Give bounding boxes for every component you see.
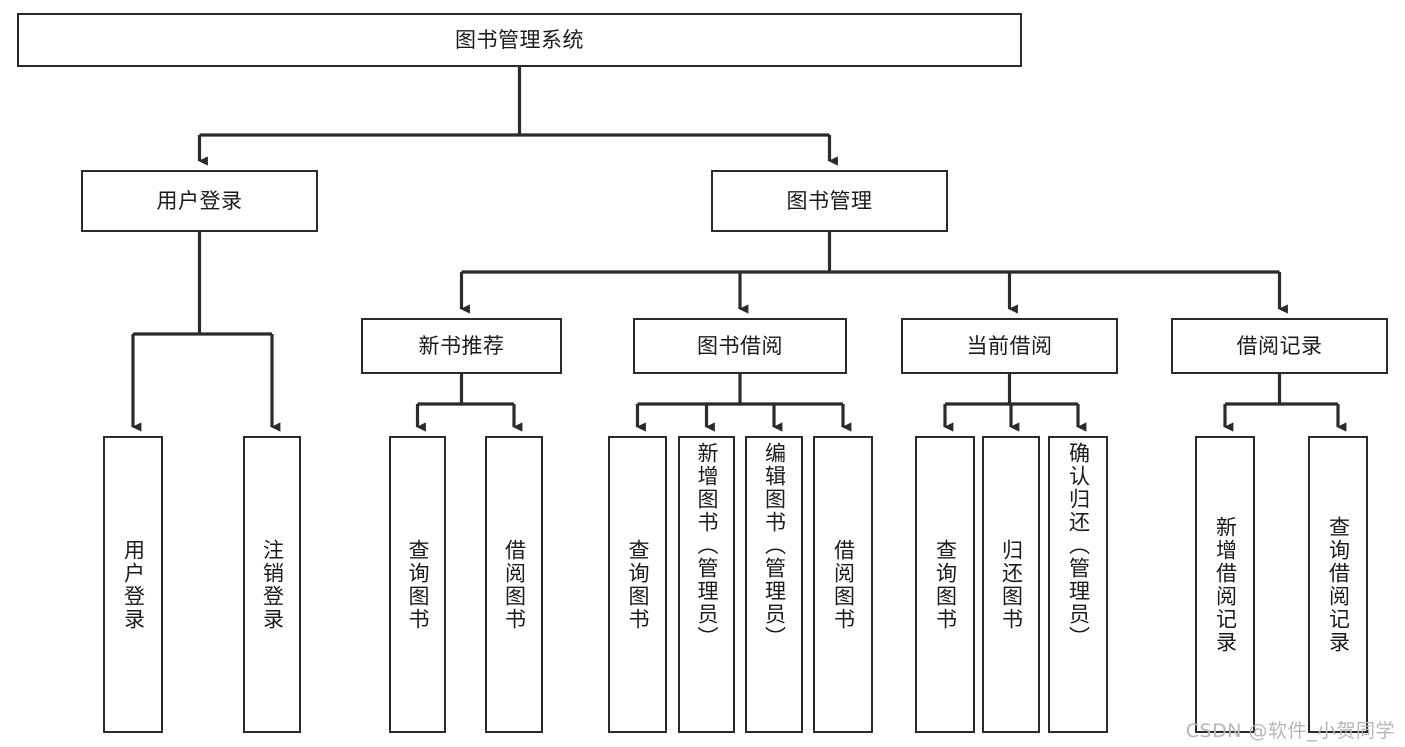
node-leaf-query-book-current[interactable]: 查询图书 (915, 436, 975, 733)
node-label-user-login: 用户登录 (156, 188, 243, 213)
node-book-borrow[interactable]: 图书借阅 (633, 318, 847, 374)
node-leaf-query-borrow-record[interactable]: 查询借阅记录 (1308, 436, 1368, 733)
node-label-borrow-record: 借阅记录 (1236, 333, 1323, 358)
node-leaf-add-borrow-record[interactable]: 新增借阅记录 (1195, 436, 1255, 733)
node-book-manage[interactable]: 图书管理 (711, 170, 948, 232)
node-current-borrow[interactable]: 当前借阅 (901, 318, 1118, 374)
node-label-leaf-query-book-recommend: 查询图书 (406, 538, 430, 631)
node-label-leaf-borrow-book-recommend: 借阅图书 (502, 538, 527, 631)
node-leaf-user-login[interactable]: 用户登录 (103, 436, 163, 733)
node-label-leaf-edit-book: 编辑图书（管理员） (762, 442, 787, 649)
node-leaf-borrow-book[interactable]: 借阅图书 (813, 436, 873, 733)
connector-group (131, 67, 1347, 432)
node-new-book-recommend[interactable]: 新书推荐 (361, 318, 562, 374)
node-label-leaf-borrow-book: 借阅图书 (831, 538, 856, 631)
node-leaf-query-book-recommend[interactable]: 查询图书 (389, 436, 446, 733)
node-leaf-return-book[interactable]: 归还图书 (982, 436, 1040, 733)
node-root[interactable]: 图书管理系统 (17, 13, 1022, 67)
node-leaf-query-book-borrow[interactable]: 查询图书 (608, 436, 667, 733)
node-label-leaf-confirm-return: 确认归还（管理员） (1066, 442, 1091, 649)
node-leaf-logout[interactable]: 注销登录 (243, 436, 301, 733)
node-label-new-book-recommend: 新书推荐 (418, 333, 505, 358)
node-label-root: 图书管理系统 (455, 27, 584, 52)
node-leaf-borrow-book-recommend[interactable]: 借阅图书 (485, 436, 543, 733)
node-label-book-manage: 图书管理 (786, 188, 873, 213)
node-label-leaf-query-book-borrow: 查询图书 (626, 538, 650, 631)
node-label-leaf-add-book: 新增图书（管理员） (695, 442, 719, 649)
node-leaf-edit-book[interactable]: 编辑图书（管理员） (745, 436, 803, 733)
node-label-leaf-return-book: 归还图书 (999, 538, 1024, 631)
node-label-leaf-add-borrow-record: 新增借阅记录 (1213, 515, 1238, 654)
node-leaf-confirm-return[interactable]: 确认归还（管理员） (1048, 436, 1108, 733)
node-label-leaf-logout: 注销登录 (260, 538, 285, 631)
node-label-leaf-user-login: 用户登录 (121, 538, 146, 631)
node-label-current-borrow: 当前借阅 (966, 333, 1053, 358)
node-label-book-borrow: 图书借阅 (697, 333, 783, 358)
node-label-leaf-query-book-current: 查询图书 (933, 538, 958, 631)
node-label-leaf-query-borrow-record: 查询借阅记录 (1326, 515, 1351, 654)
node-borrow-record[interactable]: 借阅记录 (1171, 318, 1388, 374)
node-leaf-add-book[interactable]: 新增图书（管理员） (678, 436, 735, 733)
node-user-login[interactable]: 用户登录 (81, 170, 318, 232)
